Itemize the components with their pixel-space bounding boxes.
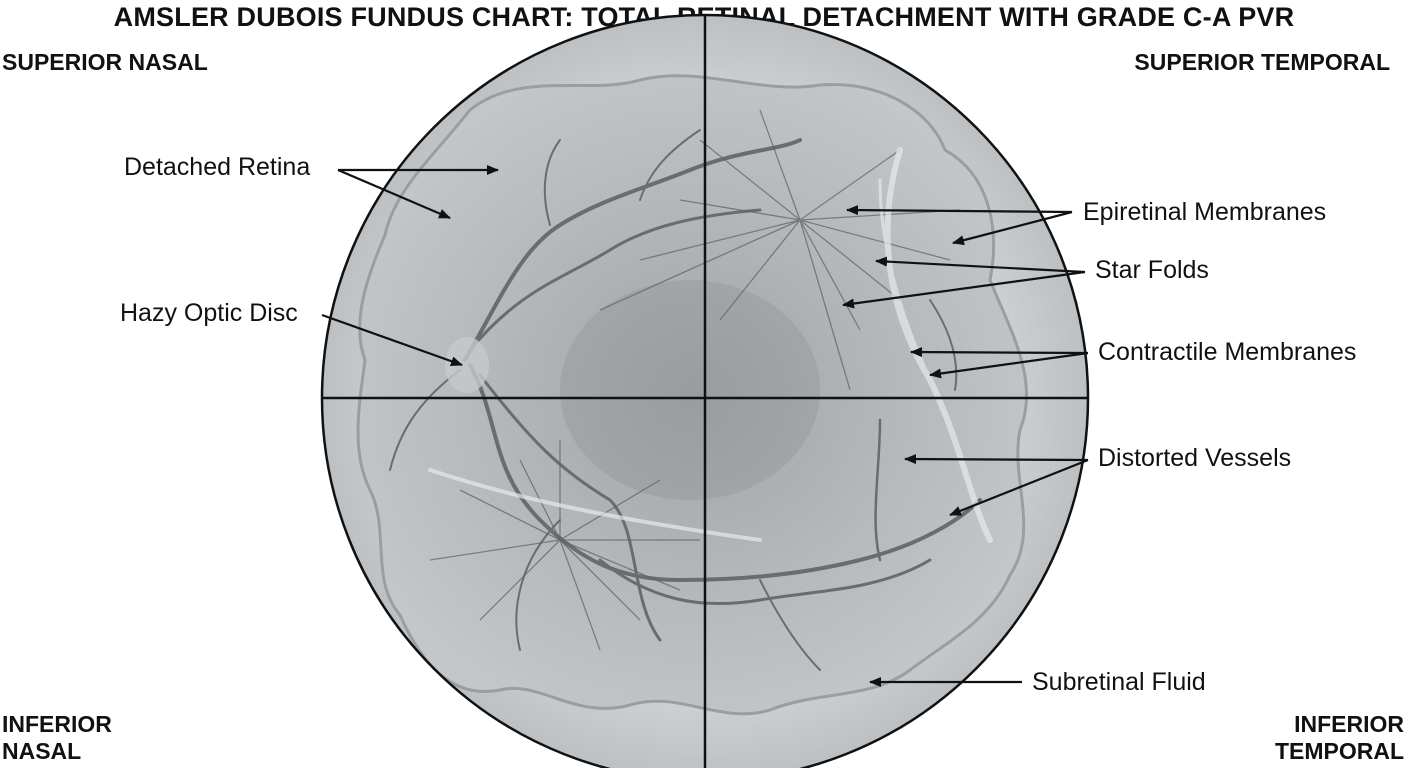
inferior-temporal-line-2: TEMPORAL [1274, 738, 1404, 764]
arrow-distorted-1 [904, 454, 1089, 465]
arrow-contractile-1 [910, 347, 1089, 358]
arrow-epiretinal-1 [846, 205, 1073, 216]
label-subretinal-fluid: Subretinal Fluid [1032, 668, 1206, 696]
leader-arrows [321, 165, 1089, 687]
inferior-nasal-label: INFERIOR NASAL [2, 711, 112, 765]
label-hazy-optic-disc: Hazy Optic Disc [120, 299, 298, 327]
arrow-hazy-optic-disc [321, 313, 463, 367]
optic-disc [445, 337, 489, 393]
inferior-nasal-line-1: INFERIOR [2, 711, 112, 737]
arrow-detached-retina-2 [337, 168, 451, 220]
arrow-distorted-2 [949, 458, 1089, 517]
inferior-temporal-line-1: INFERIOR [1294, 711, 1404, 737]
superior-temporal-label: SUPERIOR TEMPORAL [1134, 49, 1390, 75]
arrow-star-folds-1 [875, 256, 1086, 274]
label-contractile-membranes: Contractile Membranes [1098, 338, 1357, 366]
inferior-temporal-label: INFERIOR TEMPORAL [1275, 711, 1404, 765]
arrow-epiretinal-2 [952, 210, 1073, 246]
arrow-star-folds-2 [842, 270, 1086, 309]
label-detached-retina: Detached Retina [124, 153, 311, 181]
superior-nasal-label: SUPERIOR NASAL [2, 49, 208, 75]
label-star-folds: Star Folds [1095, 256, 1209, 284]
arrow-contractile-2 [929, 351, 1089, 379]
label-epiretinal-membranes: Epiretinal Membranes [1083, 198, 1327, 226]
label-distorted-vessels: Distorted Vessels [1098, 444, 1292, 472]
star-fold-membranes [429, 109, 961, 651]
inferior-nasal-line-2: NASAL [2, 738, 82, 764]
